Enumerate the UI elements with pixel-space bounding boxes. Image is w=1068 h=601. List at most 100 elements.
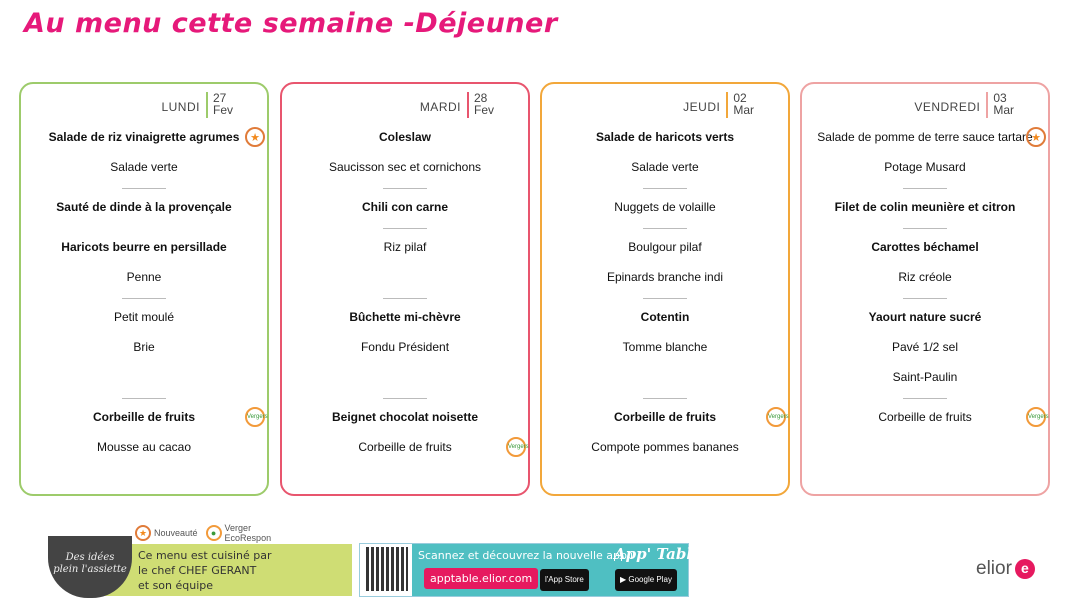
menu-item: Corbeille de fruits [613, 410, 717, 424]
menu-item: Riz pilaf [383, 240, 427, 254]
menu-item: Petit moulé [113, 310, 175, 324]
chef-info: Ce menu est cuisiné par le chef CHEF GER… [88, 544, 352, 596]
menu-item: Brie [133, 340, 155, 354]
elior-e-icon: e [1014, 559, 1035, 579]
app-store-label: l'App Store [545, 575, 584, 584]
app-store-button[interactable]: l'App Store [540, 569, 589, 591]
menu-item: Potage Musard [884, 160, 966, 174]
separator [383, 398, 427, 399]
menu-item: Fondu Président [360, 340, 450, 354]
page-title: Au menu cette semaine -Déjeuner [24, 8, 558, 39]
menu-item: Bûchette mi-chèvre [349, 310, 461, 324]
menu-item: Epinards branche indi [606, 270, 724, 284]
nouveaute-star-icon: ★ [245, 127, 265, 147]
app-url-link[interactable]: apptable.elior.com [424, 568, 539, 589]
separator [122, 298, 166, 299]
menu-item: Chili con carne [361, 200, 449, 214]
day-month: Mar [733, 103, 754, 117]
menu-item: Carottes béchamel [871, 240, 979, 254]
separator [383, 188, 427, 189]
verger-apple-icon: Vergers [245, 407, 268, 427]
separator [903, 398, 947, 399]
separator [643, 298, 687, 299]
menu-item: Corbeille de fruits [92, 410, 196, 424]
separator [122, 398, 166, 399]
separator [903, 298, 947, 299]
menu-item: Salade de haricots verts [595, 130, 735, 144]
apple-icon: ● [205, 525, 222, 541]
menu-item: Salade de riz vinaigrette agrumes [48, 130, 240, 144]
separator [383, 298, 427, 299]
day-name: JEUDI [683, 100, 721, 114]
chef-line: Ce menu est cuisiné par [138, 549, 272, 562]
menu-item: Penne [126, 270, 162, 284]
menu-item: Salade verte [110, 160, 178, 174]
menu-item: Boulgour pilaf [628, 240, 702, 254]
separator [643, 228, 687, 229]
menu-item: Salade verte [631, 160, 699, 174]
menu-item: Saint-Paulin [892, 370, 958, 384]
menu-item: Beignet chocolat noisette [331, 410, 479, 424]
day-month: Fev [473, 103, 494, 117]
google-play-button[interactable]: ▶ Google Play [615, 569, 677, 591]
separator [122, 188, 166, 189]
day-month: Mar [993, 103, 1014, 117]
legend-new: Nouveauté [154, 528, 198, 538]
separator [383, 228, 427, 229]
app-scan-text: Scannez et découvrez la nouvelle appli [418, 549, 634, 562]
menu-item: Haricots beurre en persillade [61, 240, 227, 254]
verger-apple-icon: Vergers [1026, 407, 1049, 427]
star-icon: ★ [135, 525, 151, 541]
menu-item: Compote pommes bananes [591, 440, 739, 454]
menu-item: Salade de pomme de terre sauce tartare [817, 130, 1033, 144]
verger-apple-icon: Vergers [506, 437, 529, 457]
menu-item: Saucisson sec et cornichons [328, 160, 482, 174]
chef-line: et son équipe [138, 579, 214, 592]
menu-item: Mousse au cacao [96, 440, 192, 454]
day-number: 27 [212, 91, 227, 105]
menu-item: Yaourt nature sucré [868, 310, 982, 324]
qr-code [366, 547, 408, 591]
des-idees-logo: Des idées plein l'assiette [48, 536, 132, 598]
separator [643, 398, 687, 399]
day-month: Fev [212, 103, 233, 117]
google-play-label: Google Play [628, 575, 672, 584]
legend-verger: Verger EcoRespon [224, 523, 272, 543]
day-name: VENDREDI [914, 100, 981, 114]
day-number: 02 [733, 91, 747, 105]
menu-item: Filet de colin meunière et citron [834, 200, 1016, 214]
nouveaute-star-icon: ★ [1026, 127, 1046, 147]
legend: ★Nouveauté ●Verger EcoRespon [135, 523, 273, 543]
brand-name: elior [976, 558, 1012, 579]
day-number: 03 [993, 91, 1007, 105]
chef-line: le chef CHEF GERANT [138, 564, 257, 577]
separator [903, 188, 947, 189]
verger-apple-icon: Vergers [766, 407, 789, 427]
menu-item: Cotentin [640, 310, 690, 324]
day-name: MARDI [419, 100, 461, 114]
separator [903, 228, 947, 229]
menu-item: Pavé 1/2 sel [891, 340, 959, 354]
menu-item: Sauté de dinde à la provençale [56, 200, 232, 214]
menu-item: Riz créole [898, 270, 952, 284]
play-icon: ▶ [620, 575, 629, 584]
menu-item: Nuggets de volaille [614, 200, 716, 214]
day-name: LUNDI [161, 100, 200, 114]
menu-item: Corbeille de fruits [358, 440, 452, 454]
menu-item: Corbeille de fruits [878, 410, 972, 424]
menu-item: Coleslaw [378, 130, 432, 144]
menu-item: Tomme blanche [622, 340, 708, 354]
